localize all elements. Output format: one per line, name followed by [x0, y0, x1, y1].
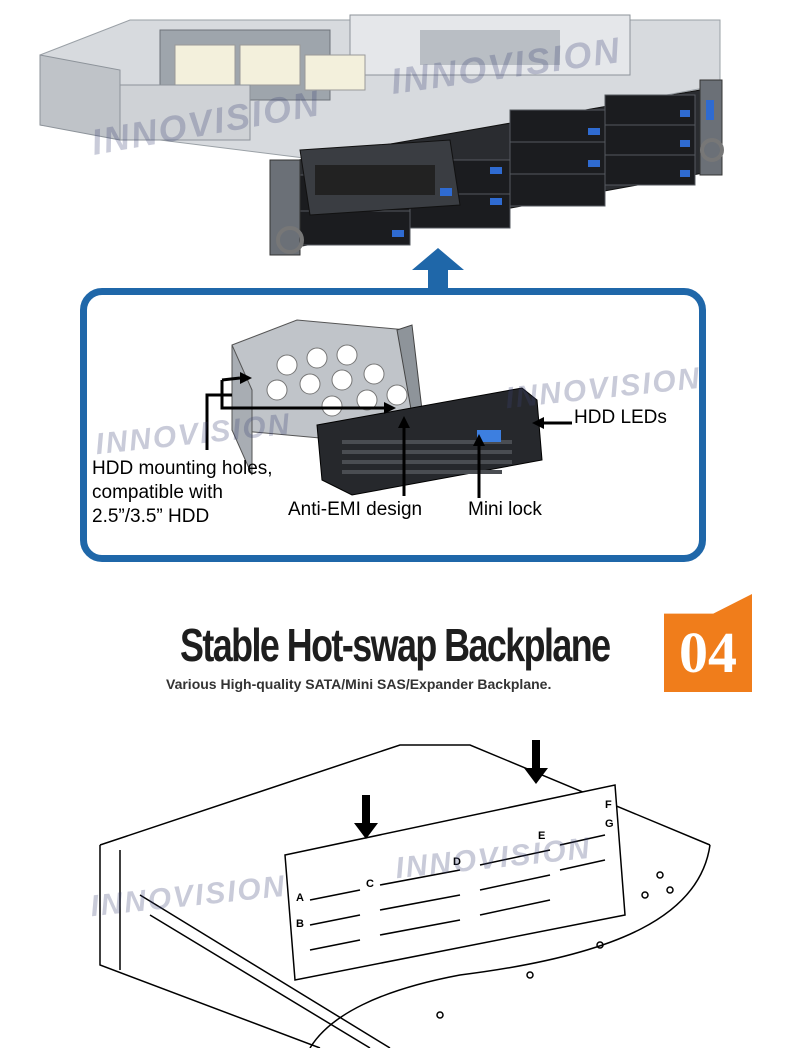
backplane-letter: C: [366, 878, 374, 890]
section-title: Stable Hot-swap Backplane: [180, 619, 611, 671]
hdd-tray-illustration: [205, 319, 572, 498]
backplane-letter: A: [296, 892, 304, 904]
backplane-letter: F: [605, 799, 612, 811]
label-mounting-holes-2: compatible with: [92, 482, 223, 503]
section-subtitle: Various High-quality SATA/Mini SAS/Expan…: [166, 676, 552, 692]
section-number: 04: [679, 620, 737, 685]
label-anti-emi: Anti-EMI design: [288, 499, 423, 520]
backplane-letter: G: [605, 818, 614, 830]
backplane-drawing: A B C D E F G: [99, 740, 711, 1048]
label-hdd-leds: HDD LEDs: [574, 407, 667, 428]
label-mounting-holes-1: HDD mounting holes,: [92, 458, 273, 479]
backplane-letter: E: [538, 830, 545, 842]
backplane-letter: B: [296, 918, 304, 930]
label-mini-lock: Mini lock: [468, 499, 542, 520]
backplane-letter: D: [453, 856, 461, 868]
up-arrow-icon: [412, 248, 464, 296]
server-chassis-image: [39, 14, 724, 256]
label-mounting-holes-3: 2.5”/3.5” HDD: [92, 506, 210, 527]
